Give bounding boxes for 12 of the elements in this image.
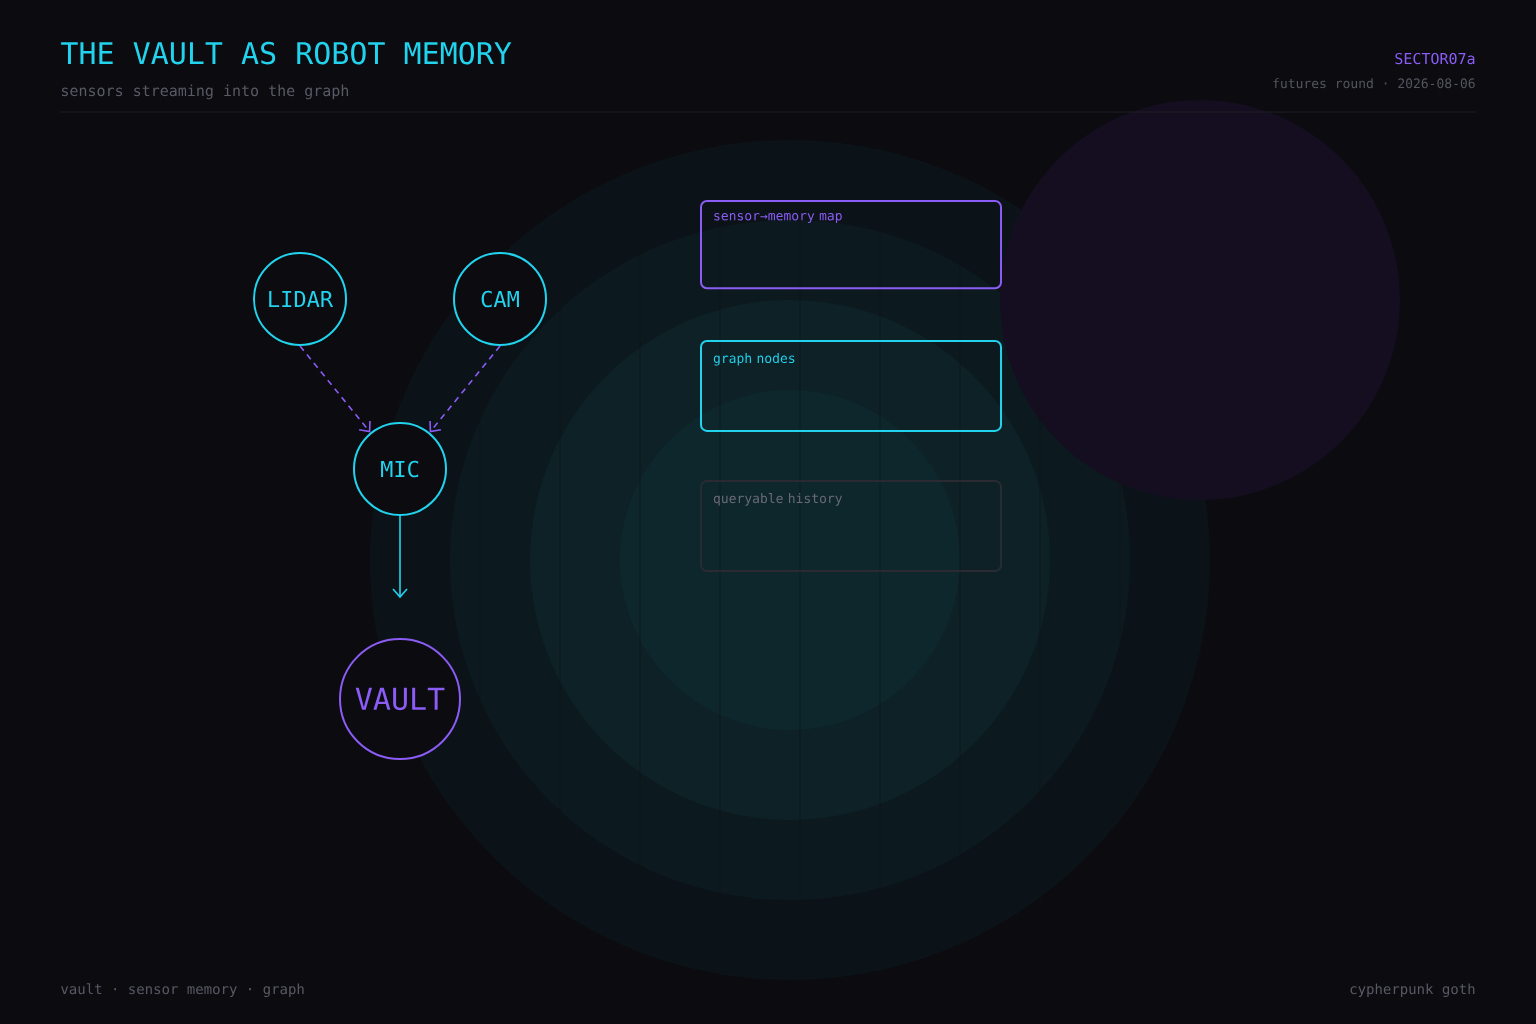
footer-text: vault · sensor memory · graph (61, 983, 304, 997)
footer-text: cypherpunk goth (1350, 983, 1475, 997)
arrow (299, 345, 371, 433)
sector-code: SECTOR07a (1395, 52, 1475, 65)
panel-box: graph nodes (700, 340, 1002, 432)
subtitle: sensors streaming into the graph (61, 84, 349, 100)
arrow (429, 345, 501, 433)
title: THE VAULT AS ROBOT MEMORY (61, 41, 512, 65)
arrow (392, 515, 408, 599)
panel-box: queryable history (700, 480, 1002, 572)
date-note: futures round · 2026-08-06 (1273, 78, 1475, 89)
panel-box: sensor→memory map (700, 200, 1002, 290)
